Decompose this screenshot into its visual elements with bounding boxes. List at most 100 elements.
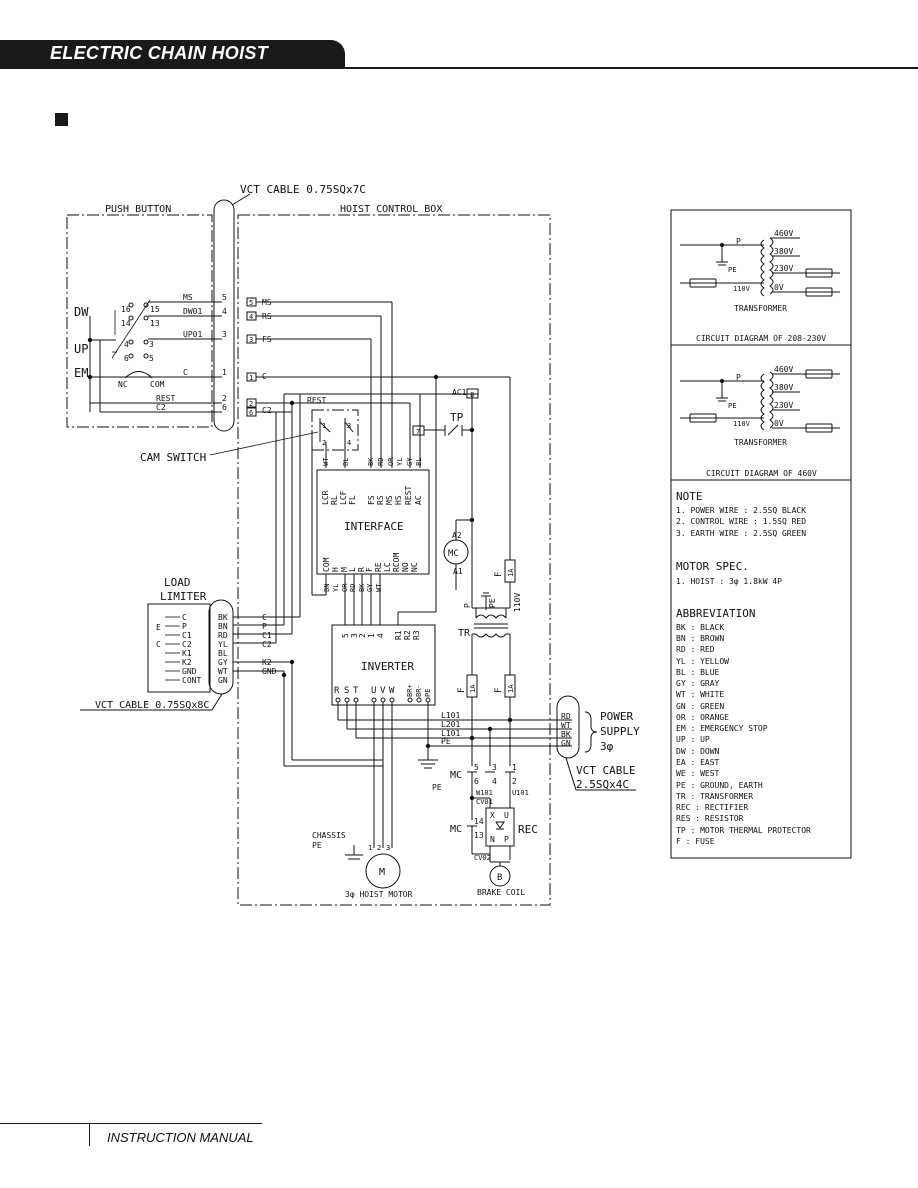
svg-text:GN : GREEN: GN : GREEN (676, 702, 724, 711)
cable-top (213, 199, 235, 432)
svg-text:BL: BL (342, 458, 350, 466)
fuse-r-label: F (494, 688, 504, 693)
control-box-title: HOIST CONTROL BOX (340, 204, 442, 215)
power-brace (584, 711, 598, 753)
ll-wire-gnd: GND (262, 667, 277, 676)
svg-text:RE: RE (374, 562, 383, 572)
wire-c: C (183, 368, 188, 377)
svg-text:S: S (344, 686, 349, 696)
svg-text:U: U (371, 686, 376, 696)
term-4: 4 (249, 313, 253, 321)
up-label: UP (74, 342, 88, 356)
svg-text:BK: BK (218, 613, 228, 622)
tr460-pe: PE (728, 402, 736, 410)
svg-text:5: 5 (341, 633, 350, 638)
interface-bottom-wire-colors: BN YL OR RD BK GY WT (323, 583, 383, 592)
power-color-gn: GN (561, 739, 571, 748)
em-label: EM (74, 366, 88, 380)
inverter-title: INVERTER (361, 660, 414, 673)
interface-box (316, 469, 430, 575)
svg-text:BL: BL (218, 649, 228, 658)
pb-num-5: 5 (149, 354, 154, 363)
transformer-460-drawing (680, 369, 840, 433)
tr460-tap-230: 230V (774, 401, 793, 410)
svg-text:REST: REST (404, 486, 413, 505)
svg-text:WT: WT (322, 457, 330, 466)
svg-text:H: H (331, 567, 340, 572)
abbreviation-title: ABBREVIATION (676, 607, 755, 620)
tr460-caption: CIRCUIT DIAGRAM OF 460V (706, 469, 817, 478)
tr208-pe: PE (728, 266, 736, 274)
pb-num-16: 16 (121, 305, 131, 314)
ll-wire-c2: C2 (262, 640, 272, 649)
tr208-p: P (736, 237, 741, 246)
interface-title: INTERFACE (344, 520, 404, 533)
rec-p: P (504, 835, 509, 844)
cable-top-label: VCT CABLE 0.75SQx7C (240, 183, 366, 196)
mc-num-1: 1 (512, 763, 517, 772)
rec-x: X (490, 811, 495, 820)
term-1: 1 (249, 374, 253, 382)
svg-text:GY: GY (366, 583, 374, 592)
interface-to-inverter-wires (311, 440, 437, 625)
svg-text:C1: C1 (182, 631, 192, 640)
svg-text:F: F (365, 567, 374, 572)
svg-text:RS: RS (376, 495, 385, 505)
svg-text:BN: BN (323, 584, 331, 592)
transformer (471, 520, 511, 675)
svg-text:RCOM: RCOM (392, 553, 401, 572)
svg-text:EM : EMERGENCY STOP: EM : EMERGENCY STOP (676, 724, 768, 733)
interface-top-wire-colors: WT BL BK RD OR YL GY BL (322, 457, 423, 466)
svg-text:K1: K1 (182, 649, 192, 658)
core-3: 3 (222, 330, 227, 339)
cam-switch-label: CAM SWITCH (140, 451, 206, 464)
push-button-switches (111, 299, 153, 379)
hoist-motor (345, 845, 401, 889)
core-1: 1 (222, 368, 227, 377)
line-u101: U101 (512, 789, 529, 797)
svg-text:RD: RD (377, 458, 385, 466)
footer-tick (89, 1124, 90, 1146)
tr208-label: TRANSFORMER (734, 304, 787, 313)
svg-text:RD: RD (349, 584, 357, 592)
motor-term-2: 2 (377, 844, 381, 852)
svg-text:F : FUSE: F : FUSE (676, 837, 715, 846)
cam-num-4: 4 (347, 439, 351, 447)
cam-num-1: 1 (322, 422, 326, 430)
svg-text:V: V (380, 686, 386, 696)
mc-num-4: 4 (492, 777, 497, 786)
svg-text:R: R (357, 567, 366, 572)
svg-text:K2: K2 (182, 658, 192, 667)
cable-ll-leader-tip (211, 693, 223, 711)
motor-term-3: 3 (386, 844, 390, 852)
tp-contact (444, 424, 463, 436)
svg-text:YL : YELLOW: YL : YELLOW (676, 657, 729, 666)
footer-rule (0, 1123, 262, 1124)
note-title: NOTE (676, 490, 703, 503)
svg-text:RD: RD (218, 631, 228, 640)
push-button-box (66, 214, 213, 428)
pb-num-4: 4 (124, 340, 129, 349)
control-wiring (256, 301, 511, 643)
rec-label: REC (518, 823, 538, 836)
svg-text:3: 3 (350, 633, 359, 638)
tr208-tap-230: 230V (774, 264, 793, 273)
ll-wire-k2: K2 (262, 658, 272, 667)
transformer-208-drawing (680, 237, 840, 297)
svg-text:EA : EAST: EA : EAST (676, 758, 720, 767)
mc-aux-label: MC (450, 824, 462, 835)
mc-main-label: MC (450, 770, 462, 781)
power-supply-3: 3φ (600, 740, 614, 753)
tp-label: TP (450, 411, 464, 424)
power-supply-1: POWER (600, 710, 633, 723)
svg-text:WE : WEST: WE : WEST (676, 769, 720, 778)
ll-side-c: C (156, 640, 161, 649)
svg-text:W: W (389, 686, 395, 696)
line-w101: W101 (476, 789, 493, 797)
motor-m: M (379, 867, 385, 878)
svg-text:YL: YL (218, 640, 228, 649)
svg-text:TR : TRANSFORMER: TR : TRANSFORMER (676, 792, 753, 801)
cam-switch (311, 409, 359, 468)
tr208-tap-460: 460V (774, 229, 793, 238)
tr460-p: P (736, 373, 741, 382)
